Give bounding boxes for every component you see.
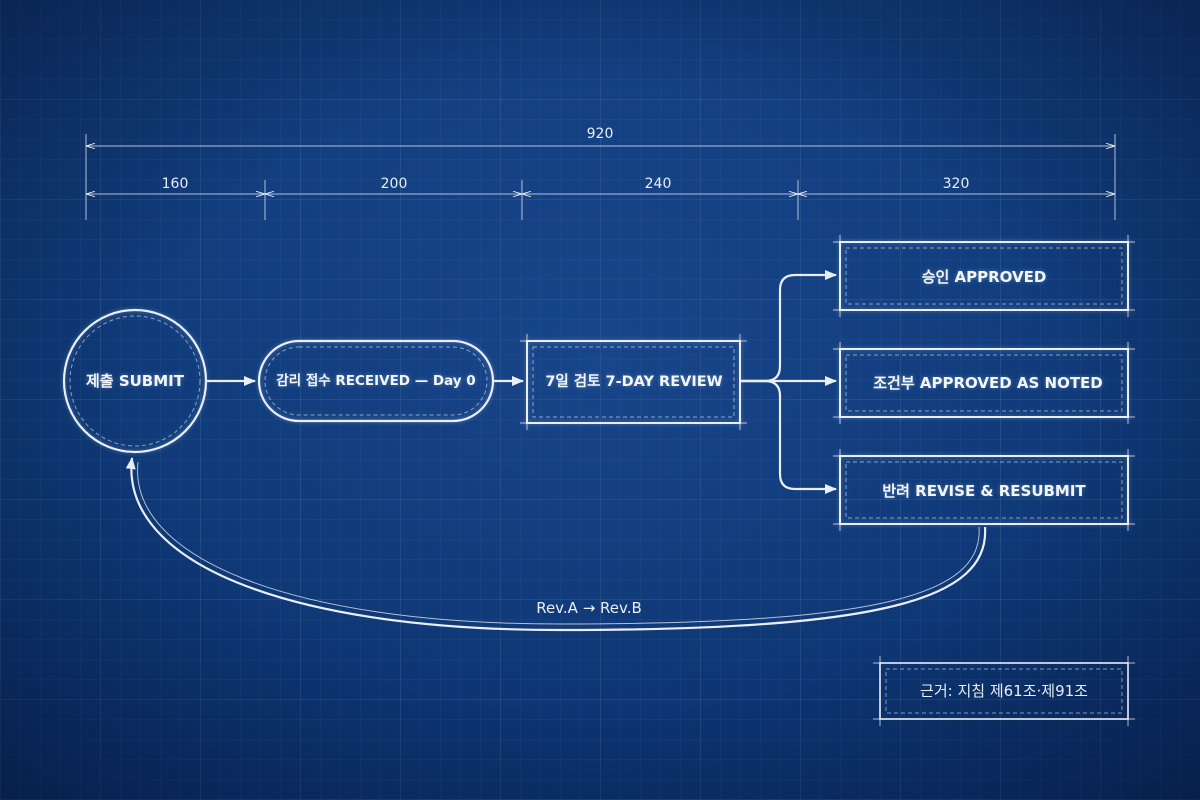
arrow-resubmit-loop [125,457,987,632]
node-received: 감리 접수 RECEIVED — Day 0 [257,339,495,423]
loop-label: Rev.A → Rev.B [536,599,642,617]
arrow-resubmit-loop-shadow [137,461,980,625]
node-revise: 반려 REVISE & RESUBMIT [833,449,1135,531]
approved-label: 승인 APPROVED [922,268,1047,286]
submit-circle [62,308,208,454]
node-submit: 제출 SUBMIT [62,308,208,454]
dimension-total-label: 920 [587,126,614,142]
dimension-segment-label: 240 [645,176,672,192]
node-approved-as-noted: 조건부 APPROVED AS NOTED [833,342,1135,424]
submit-inner-circle [69,315,201,447]
received-inner-pill [264,346,488,416]
approved-as-noted-label: 조건부 APPROVED AS NOTED [873,374,1103,392]
revise-label: 반려 REVISE & RESUBMIT [882,482,1086,500]
received-pill [257,339,495,423]
reference-label: 근거: 지침 제61조·제91조 [920,682,1088,700]
approved-inner-box [845,247,1123,305]
dimension-segment-label: 200 [381,176,408,192]
node-review: 7일 검토 7-DAY REVIEW [520,334,747,430]
node-approved: 승인 APPROVED [833,235,1135,317]
dimension-segment-label: 320 [943,176,970,192]
arrow-review-to-revise [741,379,837,494]
connectors [125,270,987,632]
review-label: 7일 검토 7-DAY REVIEW [545,372,722,390]
dimension-lines: 920 160 200 240 320 [85,126,1116,220]
revise-inner-box [845,461,1123,519]
received-label: 감리 접수 RECEIVED — Day 0 [276,372,475,389]
submit-label: 제출 SUBMIT [86,372,185,390]
review-inner-box [532,346,735,418]
approved-as-noted-inner-box [845,354,1123,412]
reference-note: 근거: 지침 제61조·제91조 [873,656,1135,726]
arrow-review-to-approved [741,270,837,383]
dimension-segment-label: 160 [162,176,189,192]
